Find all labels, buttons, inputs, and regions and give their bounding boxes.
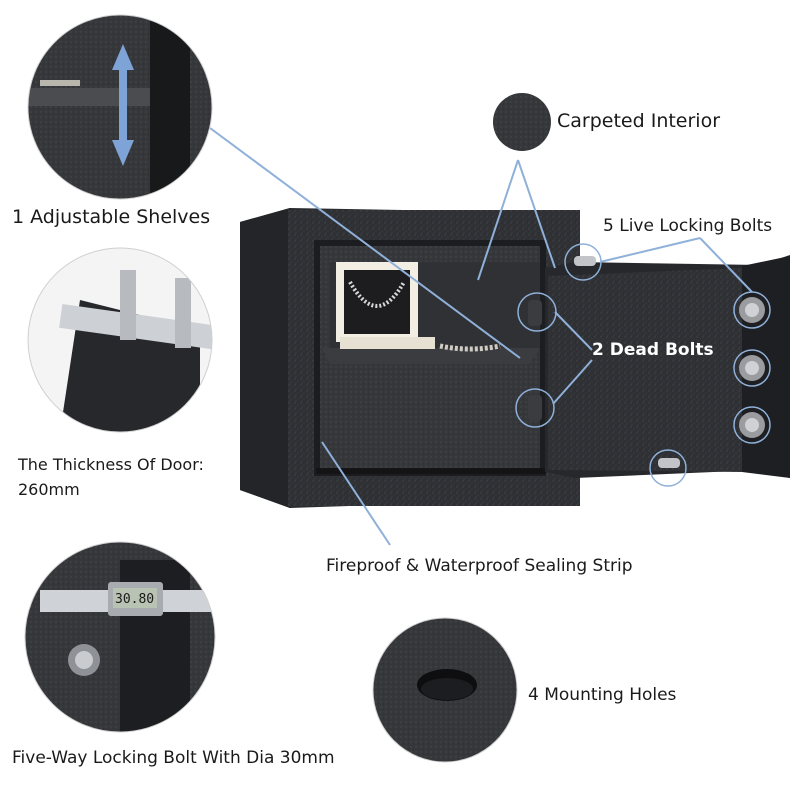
callout-lines (209, 127, 753, 546)
carpet-swatch (493, 93, 551, 151)
locking-bolt-icon (574, 256, 765, 468)
door-thickness-detail-image (28, 248, 212, 432)
safe-body (240, 208, 580, 508)
locking-bolt-dia-label: Five-Way Locking Bolt With Dia 30mm (12, 748, 335, 768)
adjustable-shelves-label: 1 Adjustable Shelves (12, 206, 211, 228)
safe-door (528, 255, 790, 478)
dead-bolts-label: 2 Dead Bolts (592, 340, 714, 360)
locking-bolt-detail-image (25, 542, 215, 732)
up-down-arrow-icon (112, 44, 134, 166)
caliper-display-reading: 30.80 (115, 592, 155, 607)
sealing-strip-label: Fireproof & Waterproof Sealing Strip (326, 556, 633, 576)
door-thickness-label: The Thickness Of Door: (18, 455, 204, 474)
mounting-hole-detail-image (373, 618, 517, 762)
live-locking-bolts-label: 5 Live Locking Bolts (603, 216, 773, 236)
mounting-holes-label: 4 Mounting Holes (528, 685, 677, 705)
shelf-detail-image (28, 15, 212, 199)
carpeted-interior-label: Carpeted Interior (557, 110, 721, 132)
door-thickness-value: 260mm (18, 480, 80, 499)
